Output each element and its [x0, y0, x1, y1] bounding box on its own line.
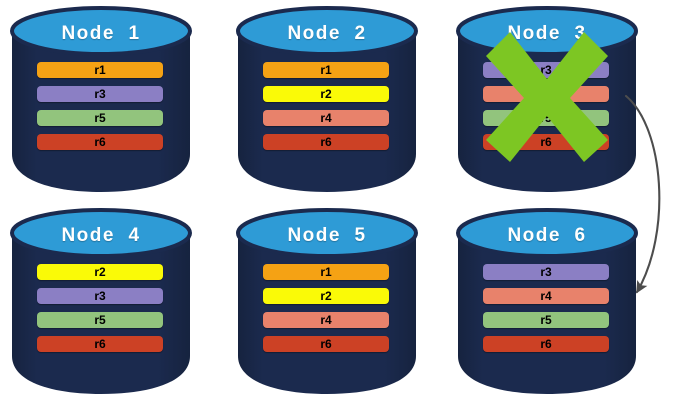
replica-label: r6	[320, 135, 332, 149]
replica-bar[interactable]: r4	[263, 110, 389, 126]
replica-bar[interactable]: r6	[37, 134, 163, 150]
replica-label: r5	[540, 111, 552, 125]
replica-label: r1	[320, 63, 332, 77]
replica-list: r1 r2 r4 r6	[263, 62, 389, 158]
replica-bar[interactable]: r6	[263, 134, 389, 150]
replica-label: r3	[540, 265, 552, 279]
replica-label: r4	[540, 289, 552, 303]
replica-bar[interactable]: r4	[263, 312, 389, 328]
replica-bar[interactable]: r6	[483, 134, 609, 150]
replica-bar[interactable]: r2	[263, 288, 389, 304]
replica-label: r1	[94, 63, 106, 77]
replica-label: r6	[540, 135, 552, 149]
replica-label: r1	[320, 265, 332, 279]
replica-label: r4	[540, 87, 552, 101]
replica-list: r3 r4 r5 r6	[483, 264, 609, 360]
replica-bar[interactable]: r3	[37, 288, 163, 304]
replica-list: r3 r4 r5 r6	[483, 62, 609, 158]
replica-label: r4	[320, 111, 332, 125]
replica-label: r6	[540, 337, 552, 351]
replica-bar[interactable]: r5	[483, 110, 609, 126]
replica-label: r5	[94, 111, 106, 125]
replica-bar[interactable]: r5	[37, 110, 163, 126]
replica-label: r2	[320, 289, 332, 303]
replica-label: r6	[94, 337, 106, 351]
replica-label: r5	[540, 313, 552, 327]
replica-bar[interactable]: r1	[263, 264, 389, 280]
replica-bar[interactable]: r6	[37, 336, 163, 352]
replica-bar[interactable]: r3	[483, 264, 609, 280]
replica-bar[interactable]: r4	[483, 288, 609, 304]
replica-label: r2	[94, 265, 106, 279]
replica-label: r3	[94, 87, 106, 101]
replica-bar[interactable]: r2	[263, 86, 389, 102]
replica-bar[interactable]: r3	[37, 86, 163, 102]
replica-label: r2	[320, 87, 332, 101]
replica-bar[interactable]: r4	[483, 86, 609, 102]
replica-label: r5	[94, 313, 106, 327]
replica-bar[interactable]: r6	[263, 336, 389, 352]
replica-list: r1 r3 r5 r6	[37, 62, 163, 158]
replica-label: r6	[94, 135, 106, 149]
replica-bar[interactable]: r1	[37, 62, 163, 78]
replica-bar[interactable]: r5	[37, 312, 163, 328]
replica-list: r2 r3 r5 r6	[37, 264, 163, 360]
replica-bar[interactable]: r5	[483, 312, 609, 328]
replica-bar[interactable]: r1	[263, 62, 389, 78]
replica-label: r3	[94, 289, 106, 303]
replica-label: r6	[320, 337, 332, 351]
replica-label: r4	[320, 313, 332, 327]
replica-bar[interactable]: r2	[37, 264, 163, 280]
replica-bar[interactable]: r3	[483, 62, 609, 78]
replica-list: r1 r2 r4 r6	[263, 264, 389, 360]
replica-label: r3	[540, 63, 552, 77]
replica-bar[interactable]: r6	[483, 336, 609, 352]
